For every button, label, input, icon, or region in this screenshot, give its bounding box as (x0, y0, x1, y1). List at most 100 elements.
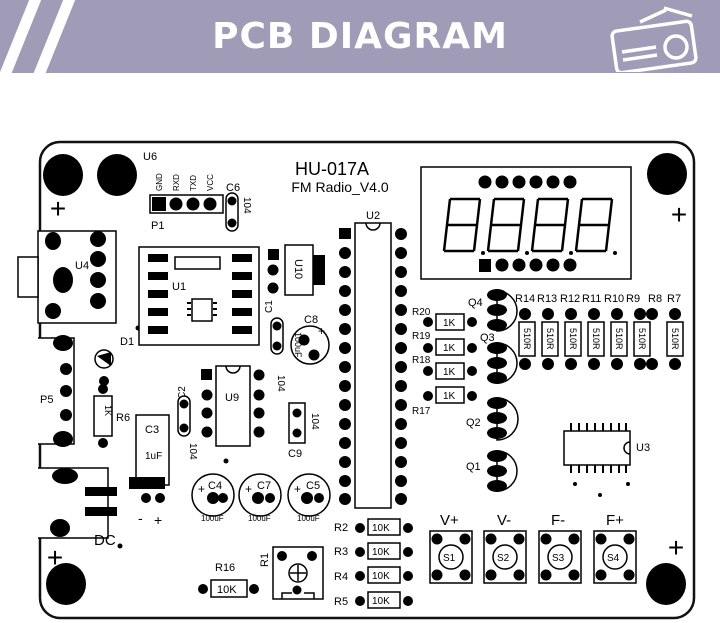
u1-label: U1 (172, 281, 186, 293)
pin-label: RXD (172, 174, 181, 191)
svg-text:C5: C5 (306, 480, 320, 492)
svg-text:C7: C7 (257, 480, 271, 492)
svg-text:Q4: Q4 (468, 297, 483, 309)
r20-resistor: R20 1K (412, 307, 477, 331)
segment-resistors: R14 R13 R12 R11 R10 R9 R8 R7 510R 510R 5… (515, 293, 684, 370)
u7-display (420, 166, 632, 280)
plus-mark: + (47, 542, 63, 573)
c1-label: C1 (264, 300, 275, 313)
svg-text:R13: R13 (537, 293, 557, 305)
svg-text:R5: R5 (334, 596, 348, 608)
svg-text:R9: R9 (626, 293, 640, 305)
pcb-board: + + + + HU-017A FM Radio_V4.0 U6 GND RXD… (17, 140, 696, 620)
svg-text:R20: R20 (412, 307, 431, 318)
mounting-hole (646, 563, 686, 605)
svg-text:+: + (245, 482, 252, 496)
button-s4: F+ S4 (593, 512, 637, 584)
electrolytic-c5: + C5 100uF (287, 473, 331, 523)
pin-label: TXD (189, 175, 198, 191)
c9-value: 104 (309, 413, 320, 430)
r16-value: 10K (217, 584, 237, 596)
svg-text:R18: R18 (412, 355, 431, 366)
button-s3: F- S3 (538, 512, 582, 584)
seven-segment-digits (442, 197, 614, 253)
pin-label: VCC (206, 174, 215, 191)
svg-text:R11: R11 (582, 293, 601, 305)
c6-value: 104 (241, 197, 252, 214)
mounting-hole (647, 153, 687, 195)
u2-pins (339, 228, 407, 505)
svg-text:100uF: 100uF (201, 514, 224, 523)
header-banner: PCB DIAGRAM (0, 0, 720, 73)
c2-value: 104 (187, 443, 198, 460)
svg-text:510R: 510R (522, 328, 532, 350)
mounting-hole (43, 154, 83, 196)
r3-resistor: R3 10K (334, 542, 413, 560)
svg-text:Q3: Q3 (480, 332, 495, 344)
board-model: HU-017A (295, 159, 369, 179)
svg-text:10K: 10K (372, 547, 390, 558)
u9-label: U9 (225, 392, 239, 404)
r6-value: 1K (103, 405, 113, 416)
r19-resistor: R19 1K (412, 331, 477, 356)
c8-polarity: + (318, 324, 325, 338)
button-s2: V- S2 (483, 512, 527, 584)
svg-text:R12: R12 (560, 293, 580, 305)
svg-text:R2: R2 (334, 522, 348, 534)
r5-resistor: R5 10K (334, 591, 413, 609)
plus-mark: + (671, 199, 687, 230)
u2-label: U2 (366, 210, 380, 222)
u3-ic: U3 (563, 423, 650, 497)
electrolytic-c7: + C7 100uF (238, 473, 282, 523)
svg-text:510R: 510R (568, 328, 578, 350)
c2-label: C2 (177, 386, 188, 399)
plus-mark: + (50, 193, 66, 224)
svg-text:510R: 510R (591, 328, 601, 350)
svg-text:R4: R4 (334, 571, 348, 583)
svg-text:R8: R8 (648, 293, 662, 305)
u2-ic (354, 222, 392, 509)
svg-text:510R: 510R (614, 328, 624, 350)
u10-label: U10 (292, 259, 304, 279)
svg-text:100uF: 100uF (248, 514, 271, 523)
board-subtitle: FM Radio_V4.0 (291, 179, 388, 195)
c3-label: C3 (145, 424, 159, 436)
svg-text:10K: 10K (372, 571, 390, 582)
svg-text:F+: F+ (606, 512, 624, 529)
svg-text:10K: 10K (372, 596, 390, 607)
svg-text:R14: R14 (515, 293, 535, 305)
svg-text:R7: R7 (667, 293, 681, 305)
c1-value: 104 (275, 375, 286, 392)
c6-label: C6 (226, 182, 240, 194)
svg-text:Q2: Q2 (466, 417, 481, 429)
radio-icon (610, 6, 698, 72)
svg-text:510R: 510R (670, 328, 680, 350)
r16-label: R16 (215, 562, 235, 574)
svg-text:1K: 1K (443, 367, 456, 378)
r4-resistor: R4 10K (334, 566, 413, 584)
mounting-hole (46, 563, 86, 605)
svg-text:+: + (198, 482, 205, 496)
r2-resistor: R2 10K (334, 518, 413, 536)
dc-label: DC (94, 532, 116, 549)
svg-text:S1: S1 (443, 553, 456, 564)
svg-text:1K: 1K (443, 391, 456, 402)
r1-label: R1 (259, 553, 271, 567)
svg-text:510R: 510R (637, 328, 647, 350)
svg-text:Q1: Q1 (466, 461, 481, 473)
c3-minus: - (138, 510, 143, 526)
page-title: PCB DIAGRAM (212, 16, 508, 57)
plus-mark: + (668, 532, 684, 563)
svg-text:R10: R10 (604, 293, 624, 305)
svg-text:S4: S4 (607, 553, 620, 564)
svg-text:1K: 1K (443, 343, 456, 354)
svg-text:U3: U3 (636, 442, 650, 454)
d1-label: D1 (120, 336, 134, 348)
svg-text:S2: S2 (497, 553, 510, 564)
svg-text:100uF: 100uF (297, 514, 320, 523)
c8-label: C8 (304, 314, 318, 326)
u4-label: U4 (75, 260, 89, 272)
electrolytic-c4: + C4 100uF (191, 473, 235, 523)
svg-text:1K: 1K (443, 318, 456, 329)
u6-label: U6 (143, 151, 157, 163)
